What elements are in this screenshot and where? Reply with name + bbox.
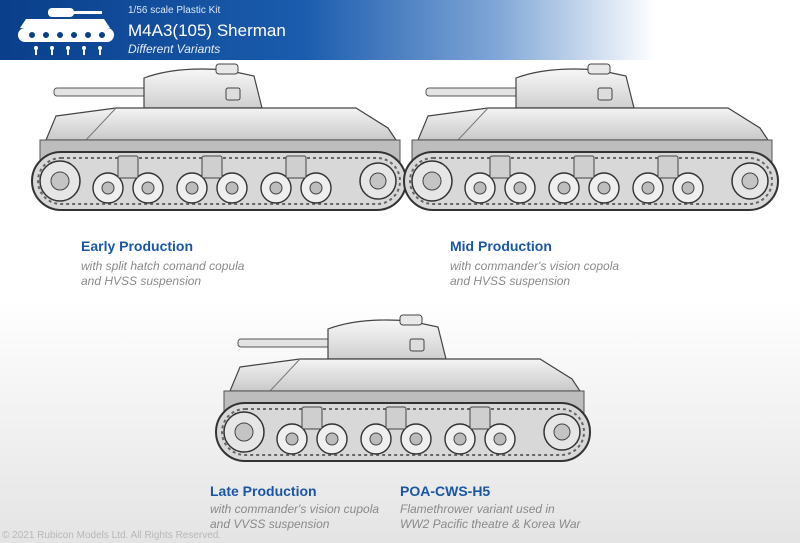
- tank-illustration-mid-production: [403, 63, 779, 211]
- variant-description-line: with commander's vision copola: [450, 259, 620, 273]
- kit-scale-label: 1/56 scale Plastic Kit: [128, 5, 221, 16]
- variant-description-line: and VVSS suspension: [210, 517, 330, 531]
- tank-illustration-late-production: [215, 314, 591, 462]
- variant-description-line: Flamethrower variant used in: [400, 502, 555, 516]
- variant-description-line: and HVSS suspension: [81, 274, 202, 288]
- variant-title-early-production: Early Production: [81, 238, 194, 254]
- variant-description-early-production: with split hatch comand copula and HVSS …: [81, 259, 244, 289]
- page-subtitle: Different Variants: [128, 42, 221, 56]
- variant-description-poa-cws-h5: Flamethrower variant used in WW2 Pacific…: [400, 502, 581, 532]
- tank-silhouette-with-figures-icon: [18, 8, 114, 55]
- copyright-notice: © 2021 Rubicon Models Ltd. All Rights Re…: [2, 530, 222, 541]
- header-banner: 1/56 scale Plastic Kit M4A3(105) Sherman…: [0, 0, 800, 60]
- variant-title-mid-production: Mid Production: [450, 238, 552, 254]
- variant-description-line: with split hatch comand copula: [81, 259, 245, 273]
- variant-description-mid-production: with commander's vision copola and HVSS …: [450, 259, 619, 289]
- page-title: M4A3(105) Sherman: [128, 21, 286, 40]
- variant-description-line: and HVSS suspension: [450, 274, 571, 288]
- variant-description-late-production: with commander's vision cupola and VVSS …: [210, 502, 379, 532]
- variant-title-poa-cws-h5: POA-CWS-H5: [400, 483, 491, 499]
- variant-description-line: with commander's vision cupola: [210, 502, 380, 516]
- tank-illustration-early-production: [31, 63, 407, 211]
- variant-title-late-production: Late Production: [210, 483, 317, 499]
- variant-description-line: WW2 Pacific theatre & Korea War: [400, 517, 581, 531]
